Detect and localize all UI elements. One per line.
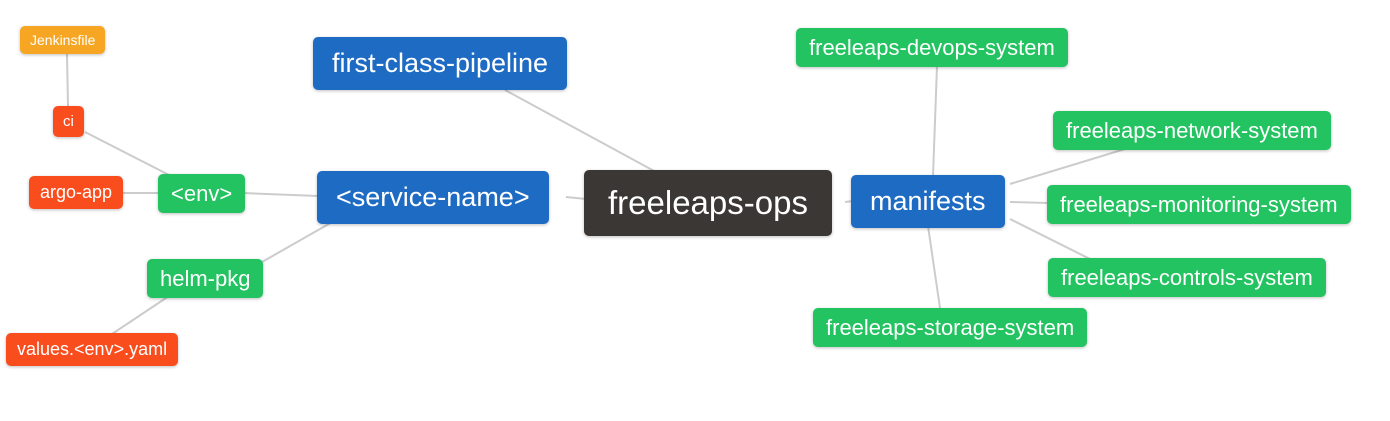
- node-argo-app[interactable]: argo-app: [29, 176, 124, 209]
- node-jenkinsfile[interactable]: Jenkinsfile: [20, 26, 106, 55]
- edge-servicename-root: [565, 196, 587, 200]
- node-freeleaps-devops-system[interactable]: freeleaps-devops-system: [796, 28, 1068, 68]
- edge-manifests-controls: [1009, 218, 1091, 260]
- edge-values-helmpkg: [111, 293, 173, 335]
- edge-helmpkg-servicename: [261, 220, 335, 263]
- node-ci[interactable]: ci: [53, 106, 84, 138]
- node-freeleaps-storage-system[interactable]: freeleaps-storage-system: [813, 308, 1088, 348]
- edge-manifests-monitoring: [1009, 201, 1049, 204]
- node-manifests[interactable]: manifests: [851, 175, 1005, 229]
- edge-manifests-devops: [932, 65, 938, 177]
- node-freeleaps-monitoring-system[interactable]: freeleaps-monitoring-system: [1047, 185, 1351, 225]
- node-freeleaps-network-system[interactable]: freeleaps-network-system: [1053, 111, 1331, 151]
- node-helm-pkg[interactable]: helm-pkg: [147, 259, 264, 299]
- edge-manifests-storage: [927, 225, 941, 309]
- edge-env-servicename: [242, 192, 319, 197]
- node-values-env-yaml[interactable]: values.<env>.yaml: [6, 333, 179, 366]
- edge-jenkinsfile-ci: [66, 53, 69, 107]
- node-freeleaps-controls-system[interactable]: freeleaps-controls-system: [1048, 258, 1326, 298]
- edge-pipeline-root: [504, 89, 657, 173]
- node-freeleaps-ops-root[interactable]: freeleaps-ops: [584, 170, 832, 236]
- node-service-name[interactable]: <service-name>: [317, 171, 549, 225]
- node-first-class-pipeline[interactable]: first-class-pipeline: [313, 37, 568, 91]
- edge-ci-env: [84, 131, 176, 179]
- edge-manifests-network: [1009, 148, 1126, 185]
- node-env[interactable]: <env>: [158, 174, 246, 214]
